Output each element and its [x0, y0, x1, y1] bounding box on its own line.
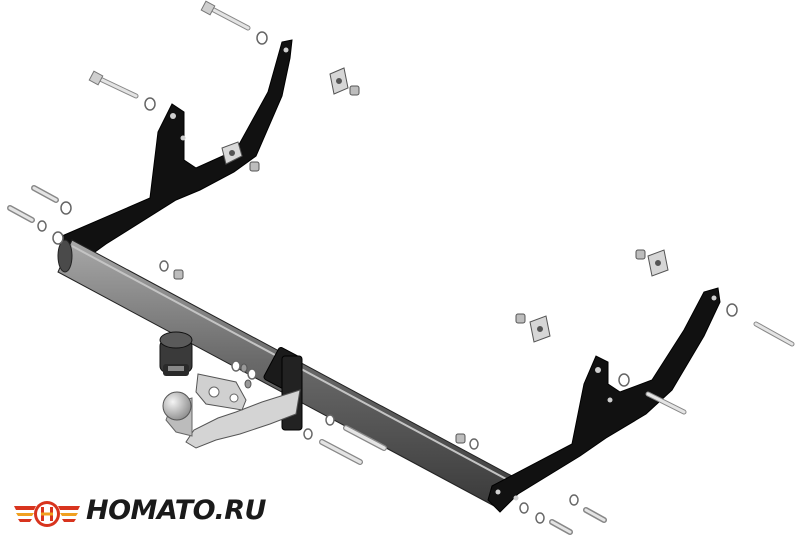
bolt-long-bottom-b: [319, 439, 363, 465]
bolt-short-bottom-b: [549, 519, 573, 535]
bolt-long-center-right: [645, 391, 687, 415]
bolt-long-bottom-a: [343, 425, 387, 451]
washer-set: [37, 31, 738, 524]
bolt-long-top: [200, 0, 251, 31]
bolt-short-bottom-a: [583, 507, 607, 523]
logo-text: HOMATO.RU: [86, 495, 266, 526]
bolt-long-mid: [88, 70, 139, 99]
bolt-set: [7, 0, 795, 535]
plate-right-top: [647, 249, 669, 277]
site-logo: HOMATO.RU: [12, 494, 266, 534]
mount-plate: [195, 373, 247, 411]
plate-top: [329, 67, 349, 95]
ball-mount: [162, 347, 303, 449]
left-bracket: [61, 39, 293, 271]
clamp-hardware: [240, 363, 252, 389]
plate-set: [329, 67, 669, 343]
bolt-long-right: [753, 321, 795, 347]
bolt-short-left-b: [7, 205, 35, 223]
nut-set: [173, 85, 646, 444]
bolt-short-left-a: [31, 185, 59, 203]
socket-icon: [159, 331, 193, 376]
winged-h-icon: [14, 501, 80, 527]
plate-right-mid: [529, 315, 551, 343]
right-bracket: [487, 287, 721, 513]
